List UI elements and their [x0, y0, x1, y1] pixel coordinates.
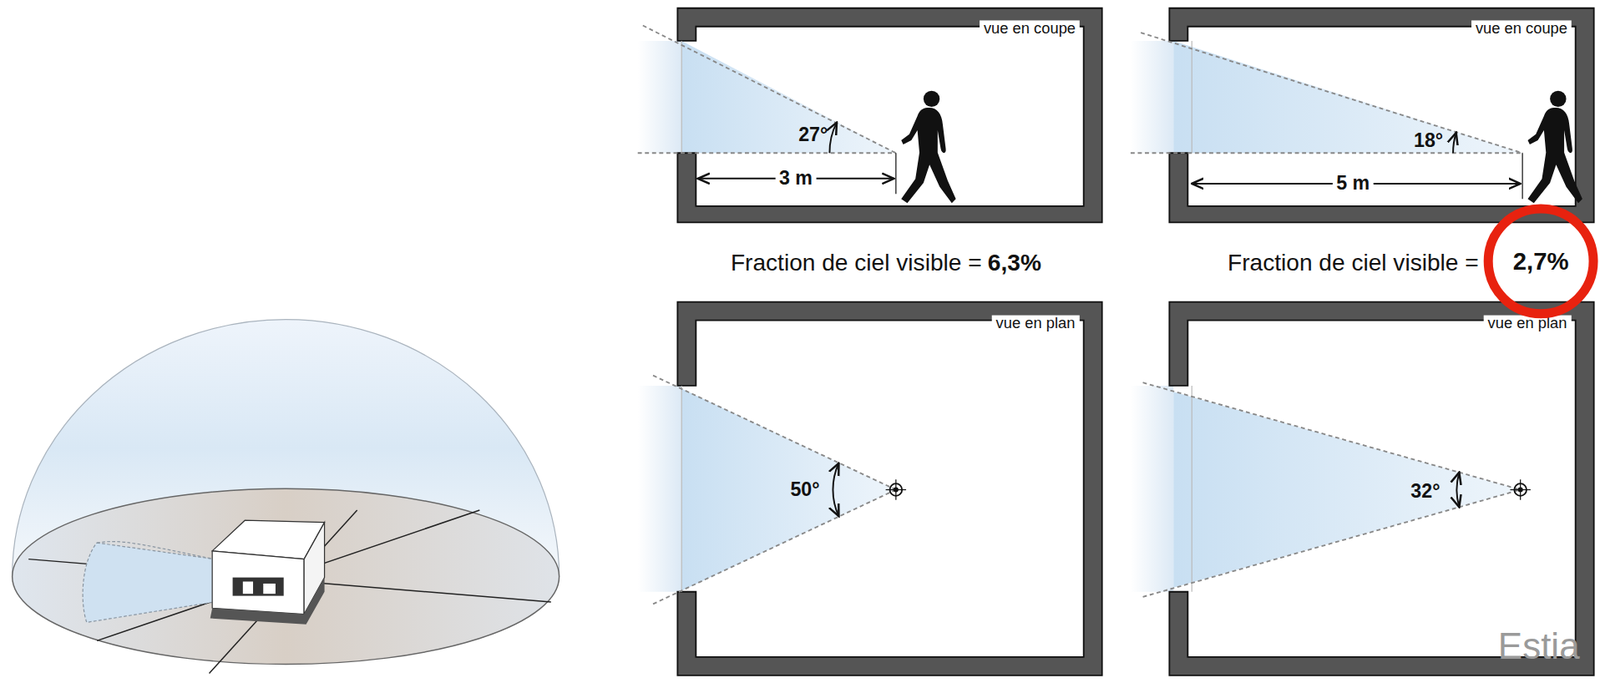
angle-label: 18° [1413, 130, 1444, 152]
angle-label: 32° [1410, 481, 1440, 503]
value-text: 6,3% [987, 249, 1042, 276]
view-title: vue en coupe [1471, 20, 1572, 37]
highlight-circle: 2,7% [1483, 203, 1599, 319]
dimension-label: 3 m [774, 167, 817, 190]
highlight-value: 2,7% [1513, 247, 1570, 276]
angle-label: 27° [798, 123, 828, 146]
angle-label: 50° [789, 479, 820, 502]
caption-text: Fraction de ciel visible = [730, 249, 983, 276]
dimension-label: 5 m [1331, 172, 1374, 195]
view-title: vue en coupe [979, 20, 1080, 37]
watermark: Estia [1498, 626, 1580, 667]
view-title: vue en plan [992, 314, 1080, 332]
caption-text: Fraction de ciel visible = [1227, 249, 1479, 276]
view-title: vue en plan [1483, 314, 1572, 332]
